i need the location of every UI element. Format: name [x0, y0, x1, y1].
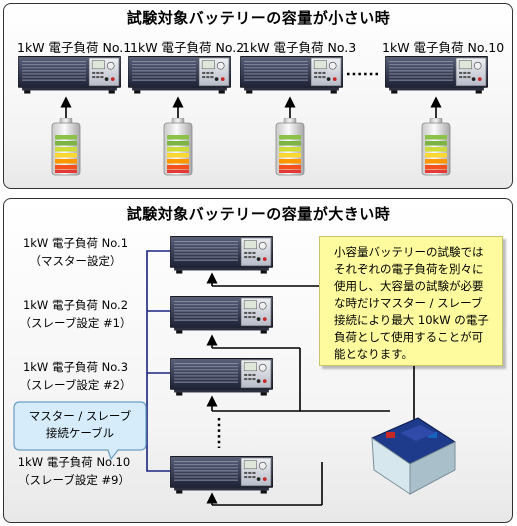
bottom-load-device-1: [170, 236, 273, 274]
load-name: 1kW 電子負荷 No.3: [22, 360, 129, 374]
note-line: 負荷として使用することが可: [334, 330, 484, 344]
note-line: な時だけマスター / スレーブ: [334, 296, 483, 310]
large-battery: [370, 417, 457, 495]
bottom-load-device-10: [170, 456, 273, 494]
load-role: （スレーブ設定 #2）: [19, 378, 132, 392]
top-title: 試験対象バッテリーの容量が小さい時: [126, 9, 391, 27]
note-line: それぞれの電子負荷を別々に: [334, 262, 484, 276]
load-role: （スレーブ設定 #9）: [18, 473, 130, 487]
top-load-label-2: 1kW 電子負荷 No.2: [130, 40, 245, 55]
cable-label-line1: マスター / スレーブ: [28, 409, 132, 423]
cable-callout-bubble: [13, 401, 147, 461]
top-load-label-3: 1kW 電子負荷 No.3: [242, 40, 357, 55]
load-role: （マスター設定）: [29, 254, 122, 268]
note-line: 能となります。: [334, 347, 414, 361]
battery-10: [421, 118, 451, 176]
note-line: 接続により最大 10kW の電子: [334, 313, 489, 327]
master-slave-cable: [146, 250, 170, 472]
top-load-device-10: [385, 56, 488, 94]
load-name: 1kW 電子負荷 No.2: [22, 298, 129, 312]
bottom-load-label-1: 1kW 電子負荷 No.1 （マスター設定）: [18, 234, 133, 270]
load-name: 1kW 電子負荷 No.1: [22, 236, 129, 250]
note-line: 小容量バッテリーの試験では: [334, 245, 484, 259]
top-load-label-10: 1kW 電子負荷 No.10: [382, 40, 505, 55]
bottom-load-label-10: 1kW 電子負荷 No.10 （スレーブ設定 #9）: [14, 453, 134, 489]
load-role: （スレーブ設定 #1）: [19, 316, 132, 330]
top-load-device-3: [240, 56, 343, 94]
top-load-device-1: [18, 56, 121, 94]
bottom-load-device-3: [170, 358, 273, 396]
bottom-load-label-2: 1kW 電子負荷 No.2 （スレーブ設定 #1）: [18, 296, 133, 332]
top-load-device-2: [128, 56, 231, 94]
top-load-label-1: 1kW 電子負荷 No.1: [17, 40, 132, 55]
bottom-load-label-3: 1kW 電子負荷 No.3 （スレーブ設定 #2）: [18, 358, 133, 394]
cable-label: マスター / スレーブ 接続ケーブル: [14, 408, 146, 442]
battery-3: [275, 118, 305, 176]
cable-label-line2: 接続ケーブル: [45, 426, 115, 440]
bottom-load-device-2: [170, 296, 273, 334]
battery-1: [51, 118, 81, 176]
battery-2: [163, 118, 193, 176]
bottom-title: 試験対象バッテリーの容量が大きい時: [126, 205, 391, 223]
note-box: 小容量バッテリーの試験では それぞれの電子負荷を別々に 使用し、大容量の試験が必…: [319, 236, 503, 366]
top-arrows: [60, 96, 442, 118]
note-line: 使用し、大容量の試験が必要: [334, 279, 484, 293]
load-name: 1kW 電子負荷 No.10: [17, 455, 131, 469]
